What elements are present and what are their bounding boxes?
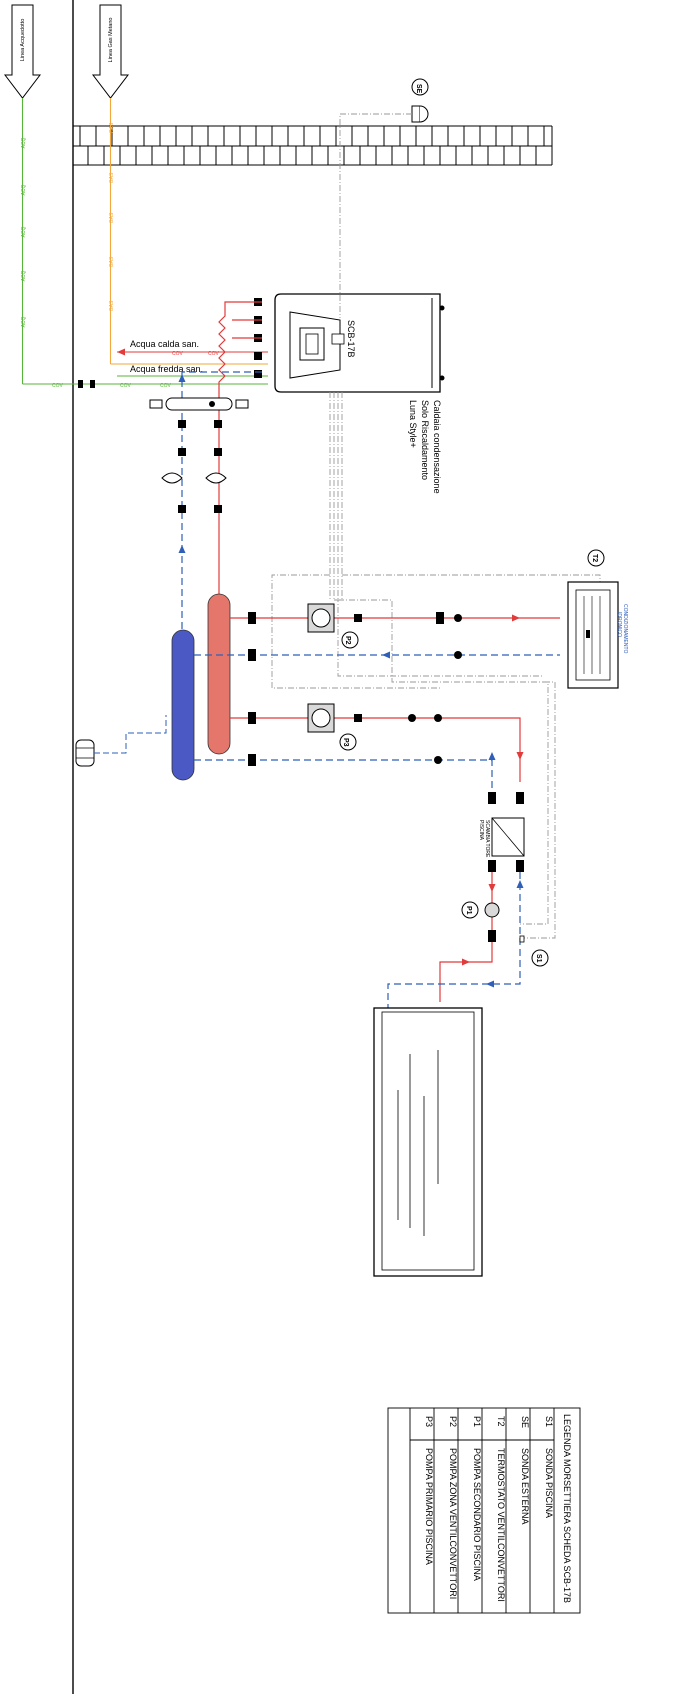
svg-text:GAS: GAS [109,256,115,267]
pool-primary-valves [248,712,442,766]
label-linea-acquedotto: Linea Acquedotto [20,19,26,62]
boiler-caption: Caldaia condensazione Solo Riscaldamento… [408,400,442,494]
svg-text:COV: COV [208,351,220,357]
marker-p2: P2 [344,636,351,645]
supply-arrow-acquedotto: Linea Acquedotto [3,4,42,99]
svg-text:COV: COV [120,383,132,389]
boiler-caption-line3: Luna Style+ [408,400,418,448]
building-wall [73,125,553,166]
svg-text:ACQ: ACQ [21,184,27,195]
pool-primary-return [194,759,493,790]
pool-primary-supply [230,717,521,782]
svg-text:IDRONICO: IDRONICO [616,612,622,637]
svg-text:GAS: GAS [109,172,115,183]
pool-sensor-s1: S1 [519,935,549,967]
fancoil-caption: CONDIZIONAMENTO IDRONICO [616,604,628,653]
pump-p2: P2 [307,603,359,649]
arrow-pool-primary [516,752,524,760]
tank-cold [171,629,195,781]
svg-text:SCAMBIA TORE: SCAMBIA TORE [484,820,490,858]
pool-secondary-supply [439,872,493,1002]
svg-text:CONDIZIONAMENTO: CONDIZIONAMENTO [622,604,628,653]
svg-text:ACQ: ACQ [21,270,27,281]
arrow-fancoil-supply [512,614,520,622]
arrow-fancoil-return [382,651,390,659]
swimming-pool [373,1007,483,1277]
sensor-cable-se [339,113,412,318]
arrow-pool-primary-return [488,752,496,760]
legend-table: LEGENDA MORSETTIERA SCHEDA SCB-17B S1SON… [387,1407,581,1614]
pool-secondary-return [387,872,521,1012]
legend-code-t2: T2 [496,1416,506,1427]
boiler-caption-line2: Solo Riscaldamento [420,400,430,480]
svg-text:COV: COV [52,383,64,389]
legend-code-se: SE [520,1416,530,1428]
marker-t2: T2 [591,554,598,562]
legend-code-p2: P2 [448,1416,458,1427]
marker-s1: S1 [535,954,542,963]
boiler-board-label: SCB-17B [346,320,356,358]
svg-text:ACQ: ACQ [21,137,27,148]
expansion-vessel [75,715,167,767]
svg-text:GAS: GAS [109,212,115,223]
fancoil-valves [248,612,462,661]
label-acqua-fredda: Acqua fredda san. [130,364,203,374]
svg-text:GAS: GAS [109,122,115,133]
dhw-hot-line: Acqua calda san. COV COV [117,339,268,357]
gas-main-line [109,98,268,365]
arrow-cold-return-1 [178,374,186,382]
cold-return-pipe [181,371,262,690]
legend-code-s1: S1 [544,1416,554,1427]
control-cables [271,392,601,939]
arrow-pool-secondary-supply-2 [462,958,470,966]
marker-p3: P3 [342,738,349,747]
outdoor-sensor-se: SE [411,78,429,123]
svg-text:ACQ: ACQ [21,226,27,237]
legend-desc-p2: POMPA ZONA VENTILCONVETTORI [448,1448,458,1599]
legend-code-p3: P3 [424,1416,434,1427]
water-line-tags: ACQ ACQ ACQ ACQ ACQ COV COV COV [21,137,172,389]
svg-text:GAS: GAS [109,300,115,311]
gas-line-tags: GAS GAS GAS GAS GAS [109,122,115,311]
svg-text:PISCINA: PISCINA [478,820,484,841]
marker-p1: P1 [465,906,472,915]
tank-hot [207,593,231,755]
pump-p3: P3 [307,703,357,751]
legend-desc-t2: TERMOSTATO VENTILCONVETTORI [496,1448,506,1602]
label-acqua-calda: Acqua calda san. [130,339,199,349]
dhw-cold-line: Acqua fredda san. [117,364,268,377]
legend-code-p1: P1 [472,1416,482,1427]
thermostat-t2: T2 [587,549,605,567]
pool-heat-exchanger [488,792,525,872]
legend-desc-p3: POMPA PRIMARIO PISCINA [424,1448,434,1565]
svg-text:ACQ: ACQ [21,316,27,327]
arrow-cold-return-2 [178,545,186,553]
boiler-unit [274,293,445,393]
water-main-line [21,98,268,385]
legend-desc-se: SONDA ESTERNA [520,1448,530,1525]
supply-arrow-gas: Linea Gas Metano [91,4,130,99]
legend-desc-p1: POMPA SECONDARIO PISCINA [472,1448,482,1581]
fancoil-unit [567,581,619,689]
svg-text:COV: COV [172,351,184,357]
boiler-caption-line1: Caldaia condensazione [432,400,442,494]
pump-p1: P1 [461,901,500,942]
svg-text:COV: COV [160,383,172,389]
label-linea-gas: Linea Gas Metano [108,18,114,63]
legend-title: LEGENDA MORSETTIERA SCHEDA SCB-17B [562,1414,572,1603]
arrow-pool-secondary-return-2 [486,980,494,988]
legend-desc-s1: SONDA PISCINA [544,1448,554,1518]
exchanger-caption: SCAMBIA TORE PISCINA [478,820,490,858]
hot-primary-pipe [218,301,262,600]
water-meter [78,380,95,388]
arrow-pool-secondary-return [516,880,524,888]
arrow-pool-secondary-supply [488,884,496,892]
marker-se: SE [415,84,422,94]
dirt-separator-manifold [149,397,249,513]
